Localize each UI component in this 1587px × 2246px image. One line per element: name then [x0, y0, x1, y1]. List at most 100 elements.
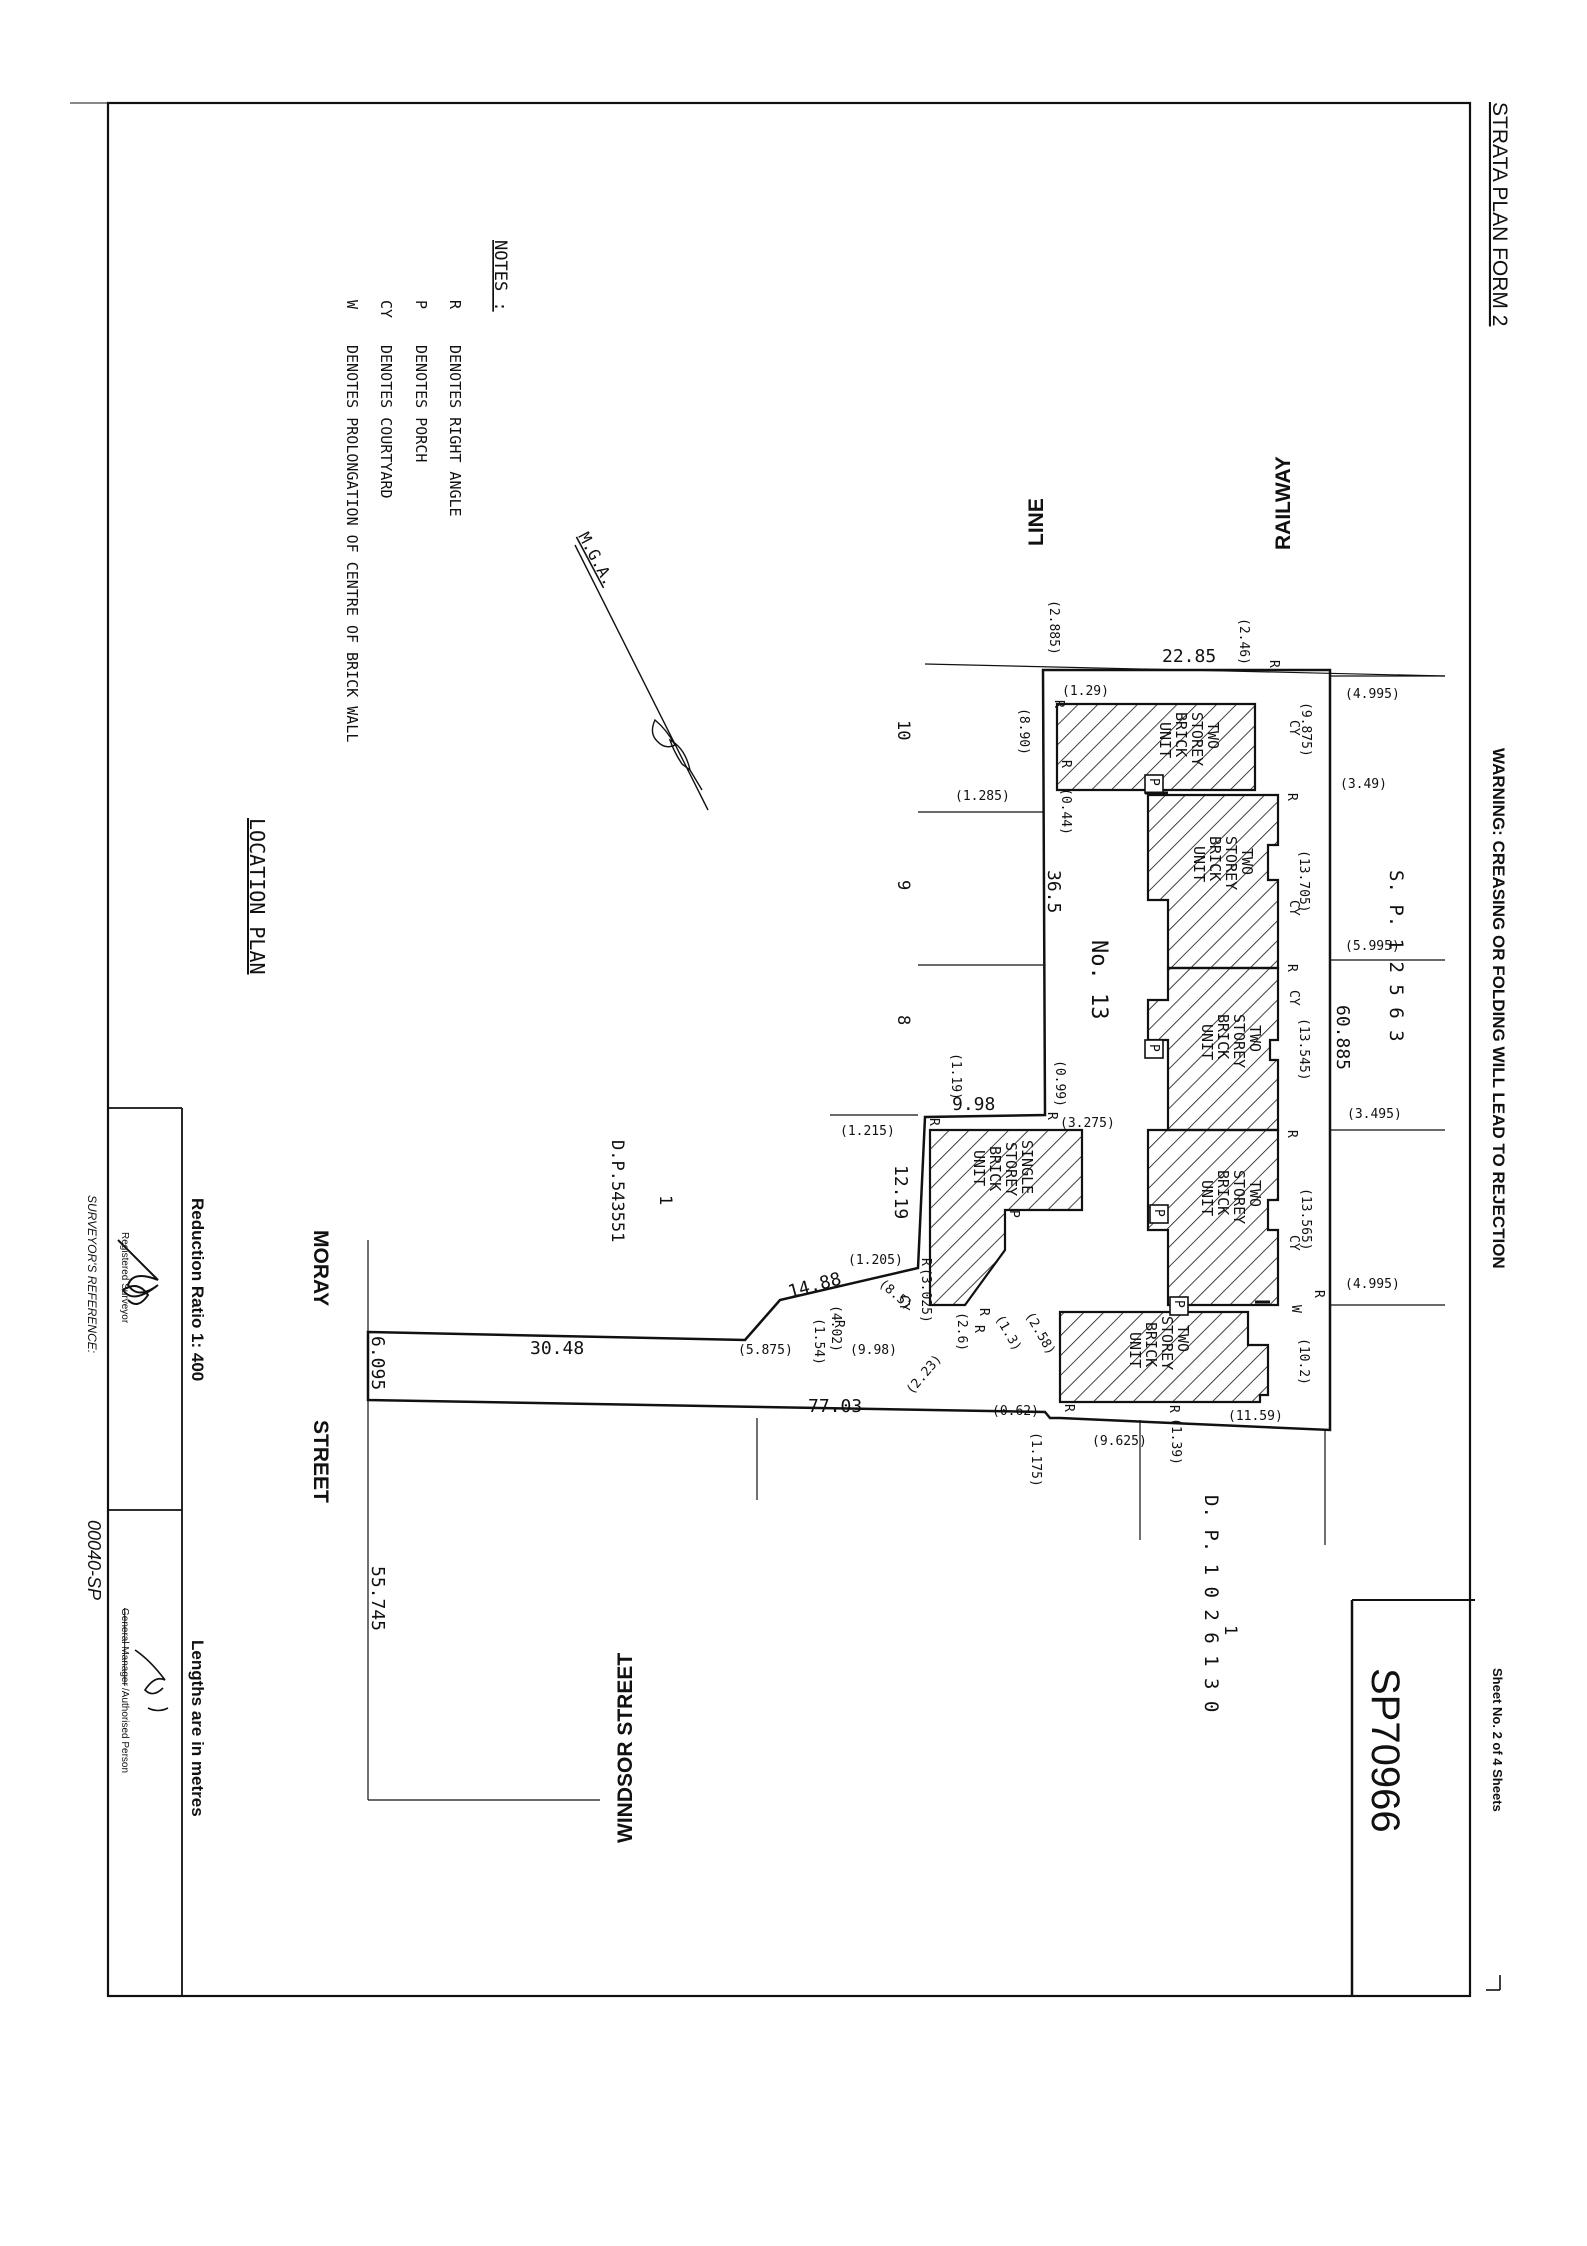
unit-3-l4: UNIT — [1198, 1024, 1216, 1060]
marker-r: R — [926, 1118, 941, 1126]
note-code-p: P — [412, 300, 430, 309]
sheet-number: Sheet No. 2 of 4 Sheets — [1490, 1668, 1505, 1812]
unit-4-l4: UNIT — [1198, 1180, 1216, 1216]
dp-1026130: D. P. 1 0 2 6 1 3 0 — [1200, 1495, 1222, 1712]
dim-p-13-565: (13.565) — [1298, 1188, 1313, 1251]
north-arrow-icon: M.G.A. — [574, 529, 709, 811]
dim-p-1-19: (1.19) — [948, 1053, 963, 1100]
dim-p-3-025: (3.025) — [918, 1268, 933, 1323]
marker-cy: CY — [1286, 1235, 1301, 1251]
plan-markers: R R R R R R R R R R R R R R R P P P P P … — [831, 660, 1326, 1413]
dim-p-4-02: (4.02) — [828, 1305, 843, 1352]
dim-p-1-54: (1.54) — [811, 1318, 826, 1365]
dim-p-5-875: (5.875) — [738, 1343, 793, 1358]
bracket-dimensions: (2.46) (2.885) (1.29) (8.90) (9.875) (4.… — [738, 600, 1402, 1487]
dim-p-8-90: (8.90) — [1016, 708, 1031, 755]
buildings — [928, 702, 1280, 1404]
plan-number-block: SP70966 — [1350, 1599, 1475, 1996]
dim-p-9-98: (9.98) — [850, 1343, 897, 1358]
mga-label: M.G.A. — [574, 529, 618, 589]
dim-p-9-625: (9.625) — [1092, 1434, 1147, 1449]
building-unit-4 — [1146, 1128, 1280, 1307]
street-moray-street: STREET — [309, 1420, 332, 1503]
dim-30-48: 30.48 — [530, 1338, 584, 1359]
street-windsor: WINDSOR STREET — [614, 1653, 637, 1843]
unit-3-l3: BRICK — [1214, 1014, 1232, 1059]
street-moray: MORAY — [309, 1230, 332, 1306]
dim-p-0-99: (0.99) — [1052, 1060, 1067, 1107]
unit-2-l1: TWO — [1238, 848, 1256, 875]
marker-cy: CY — [1286, 720, 1301, 736]
dim-p-1-29: (1.29) — [1062, 684, 1109, 699]
unit-5-l3: BRICK — [1142, 1322, 1160, 1367]
marker-r: R — [1051, 700, 1066, 708]
lot-10: 10 — [893, 720, 913, 740]
unit-2-l3: BRICK — [1206, 836, 1224, 881]
dim-9-98: 9.98 — [952, 1094, 995, 1115]
dim-p-4-995a: (4.995) — [1345, 687, 1400, 702]
marker-r: R — [1284, 964, 1299, 972]
unit-4-l1: TWO — [1246, 1180, 1264, 1207]
lengths-in-metres: Lengths are in metres — [188, 1640, 207, 1817]
unit-2-l4: UNIT — [1190, 846, 1208, 882]
porch-box — [1144, 1039, 1164, 1059]
marker-r: R — [1044, 1112, 1059, 1120]
marker-r: R — [971, 1325, 986, 1333]
marker-r: R — [1311, 1290, 1326, 1298]
lot-boundary — [366, 663, 1446, 1801]
marker-r: R — [831, 1320, 846, 1328]
dim-p-0-62: (0.62) — [992, 1404, 1039, 1419]
marker-p: P — [1171, 1300, 1186, 1308]
building-unit-single — [928, 1128, 1084, 1307]
dim-55-745: 55.745 — [367, 1566, 388, 1631]
dim-p-2-58: (2.58) — [1022, 1310, 1058, 1358]
dim-36-5: 36.5 — [1043, 870, 1064, 913]
porch-box — [1149, 1204, 1169, 1224]
unit-3-l2: STOREY — [1230, 1014, 1248, 1068]
unit-5-l4: UNIT — [1126, 1332, 1144, 1368]
marker-cy: CY — [1286, 900, 1301, 916]
form-title: STRATA PLAN FORM 2 — [1488, 102, 1511, 326]
dim-p-1-205: (1.205) — [848, 1253, 903, 1268]
unit-4-l2: STOREY — [1230, 1170, 1248, 1224]
note-code-w: W — [343, 300, 361, 310]
reference-number: 00040-SP — [84, 1520, 104, 1600]
dim-p-2-23: (2.23) — [904, 1352, 946, 1398]
building-unit-2 — [1146, 793, 1280, 970]
marker-r: R — [1061, 1404, 1076, 1412]
title-block: Reduction Ratio 1: 400 Lengths are in me… — [84, 1107, 207, 1996]
note-code-r: R — [446, 300, 464, 310]
marker-r: R — [1284, 1130, 1299, 1138]
dim-p-3-495: (3.495) — [1347, 1107, 1402, 1122]
marker-cy: CY — [1286, 990, 1301, 1006]
note-text-p: DENOTES PORCH — [412, 345, 430, 462]
marker-p: P — [1151, 1209, 1166, 1217]
dim-p-3-49: (3.49) — [1340, 777, 1387, 792]
authorised-signature-icon — [134, 1649, 169, 1712]
dim-p-2-6: (2.6) — [954, 1312, 969, 1351]
dim-p-3-275: (3.275) — [1060, 1116, 1115, 1131]
notes-title: NOTES : — [490, 240, 510, 312]
building-unit-5 — [1058, 1310, 1270, 1404]
marker-cy: CY — [896, 1295, 911, 1311]
dim-p-13-545: (13.545) — [1296, 1018, 1311, 1081]
dim-p-4-995b: (4.995) — [1345, 1277, 1400, 1292]
note-code-cy: CY — [377, 300, 395, 318]
marker-p: P — [1146, 1044, 1161, 1052]
unit-5-l1: TWO — [1174, 1325, 1192, 1352]
dim-22-85: 22.85 — [1162, 646, 1216, 667]
dp-543551: D.P.543551 — [607, 1140, 627, 1242]
adjoining-refs: S. P. 1 2 5 6 3 D. P. 1 0 2 6 1 3 0 D.P.… — [607, 720, 1407, 1712]
unit-2-l2: STOREY — [1222, 836, 1240, 890]
street-line: LINE — [1025, 498, 1048, 546]
unit-1-l4: UNIT — [1156, 722, 1174, 758]
dim-12-19: 12.19 — [890, 1165, 911, 1219]
registered-surveyor: Registered Surveyor — [119, 1232, 130, 1324]
marker-p: P — [1146, 778, 1161, 786]
dim-p-2-46: (2.46) — [1236, 618, 1251, 665]
lot-1-bottom: 1 — [1220, 1625, 1240, 1635]
dim-60-885: 60.885 — [1332, 1005, 1353, 1070]
lot-1-left: 1 — [655, 1195, 675, 1205]
unit-single-l2: STOREY — [1002, 1142, 1020, 1196]
